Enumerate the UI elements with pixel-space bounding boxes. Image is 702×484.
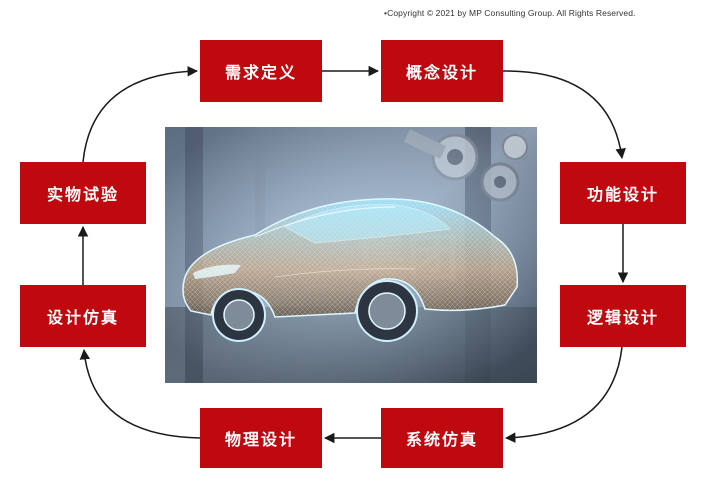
node-label: 物理设计 (224, 430, 297, 449)
node-concept-design: 概念设计 (381, 40, 503, 102)
node-logic-design: 逻辑设计 (560, 285, 686, 347)
arrow-physical-to-design-sim (79, 348, 201, 439)
node-design-simulation: 设计仿真 (20, 285, 146, 347)
arrow-concept-to-function (502, 70, 626, 160)
car-wireframe-image: 集团 (165, 127, 537, 383)
node-physical-testing: 实物试验 (20, 162, 146, 224)
node-requirement-definition: 需求定义 (200, 40, 322, 102)
arrow-testing-to-requirement (82, 66, 199, 163)
copyright-text: •Copyright © 2021 by MP Consulting Group… (384, 8, 636, 18)
node-physical-design: 物理设计 (200, 408, 322, 468)
node-label: 概念设计 (405, 63, 478, 82)
arrow-logic-to-system (504, 346, 623, 443)
node-label: 逻辑设计 (586, 308, 659, 327)
node-label: 设计仿真 (46, 308, 119, 327)
node-label: 实物试验 (46, 185, 119, 204)
node-label: 功能设计 (586, 185, 659, 204)
node-label: 系统仿真 (405, 430, 478, 449)
node-system-simulation: 系统仿真 (381, 408, 503, 468)
node-label: 需求定义 (224, 63, 297, 82)
node-function-design: 功能设计 (560, 162, 686, 224)
